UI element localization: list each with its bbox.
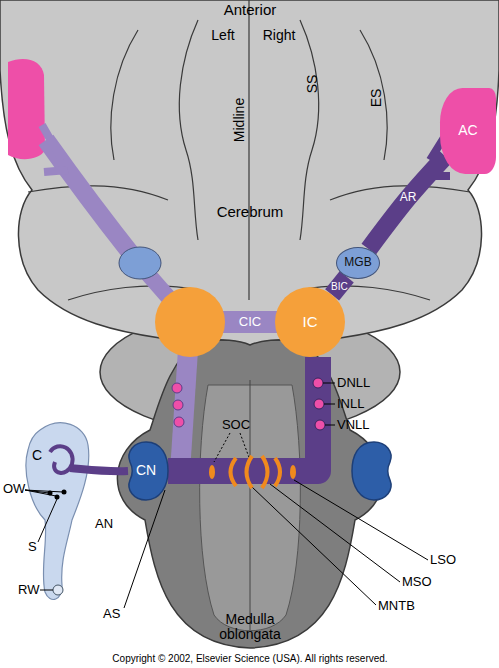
part-label: C <box>32 448 42 463</box>
sulcus-label: SS <box>305 75 320 94</box>
ossicle <box>55 495 60 500</box>
leader-line <box>124 490 165 608</box>
part-label: S <box>28 540 37 554</box>
sulcus <box>111 30 138 160</box>
part-label: CIC <box>239 315 261 329</box>
radiation-band <box>369 156 446 249</box>
leader-line <box>214 433 230 462</box>
midline-fissure <box>248 0 249 300</box>
part-label: OW <box>3 482 25 496</box>
lemniscus-band <box>168 357 318 471</box>
part-label: MNTB <box>378 599 415 613</box>
olivary-nucleus <box>290 465 296 479</box>
lateral-lemniscus-left <box>180 350 188 472</box>
olivary-nucleus <box>247 456 253 488</box>
midline-label: Midline <box>232 98 247 142</box>
side-label: Left <box>211 28 234 43</box>
leader-line <box>270 484 400 582</box>
part-label: VNLL <box>337 418 370 432</box>
part-label: SOC <box>222 418 250 432</box>
cochlea <box>26 423 89 600</box>
sulcus <box>360 30 387 160</box>
nucleus-dot <box>314 399 324 409</box>
brainstem <box>117 340 382 648</box>
part-label: RW <box>18 583 39 597</box>
sulcus <box>179 20 198 240</box>
orientation-label: Anterior <box>224 2 277 19</box>
nucleus-dot <box>315 420 325 430</box>
cochlear-nucleus-right <box>352 442 391 500</box>
region-label: Cerebrum <box>217 204 284 221</box>
leader-line <box>38 499 57 542</box>
leader-line <box>25 490 63 492</box>
nucleus-outline <box>129 442 168 500</box>
node-label: IC <box>303 314 318 331</box>
nucleus-dot <box>174 417 184 427</box>
part-label: LSO <box>430 553 456 567</box>
part-label: MSO <box>402 575 432 589</box>
acoustic-radiation-branch <box>42 125 68 172</box>
auditory-nerve <box>70 468 128 471</box>
part-label: AS <box>103 607 120 621</box>
olivary-nucleus <box>262 456 268 488</box>
edge-label: BIC <box>331 280 348 291</box>
nucleus-dot <box>313 378 323 388</box>
node-label: MGB <box>344 256 371 269</box>
nucleus-dot <box>173 400 183 410</box>
leader-line <box>324 404 335 405</box>
nucleus-kidney: CN <box>124 440 168 502</box>
edge-label: AR <box>400 191 417 204</box>
mgb-left <box>119 247 161 279</box>
node-label: AC <box>458 123 477 138</box>
nucleus-dot <box>172 383 182 393</box>
olivary-nucleus <box>275 458 280 486</box>
leader-line <box>325 425 335 426</box>
part-label: INLL <box>337 397 364 411</box>
cochlear-spiral <box>50 446 73 473</box>
colliculus-circle: IC <box>275 287 345 357</box>
cortex-patch: AC <box>440 88 496 174</box>
cerebrum <box>0 0 499 345</box>
inferior-colliculus-left <box>155 287 225 357</box>
side-label: Right <box>263 28 296 43</box>
nucleus-ellipse: MGB <box>336 247 380 279</box>
leader-line <box>252 487 376 605</box>
sulcus <box>300 20 319 240</box>
leader-line <box>240 433 250 460</box>
part-label: DNLL <box>337 376 370 390</box>
leader-line <box>294 480 428 560</box>
olivary-nucleus <box>209 465 215 479</box>
auditory-cortex-left <box>8 59 45 159</box>
sulcus-label: ES <box>369 89 384 108</box>
brachium-band <box>332 277 347 295</box>
region-label: Medulla oblongata <box>205 612 295 643</box>
leader-line <box>323 383 335 384</box>
leader-line <box>40 590 53 591</box>
olivary-nucleus <box>231 458 237 486</box>
part-label: AN <box>95 517 113 531</box>
round-window <box>53 585 63 595</box>
copyright-note: Copyright © 2002, Elsevier Science (USA)… <box>112 653 387 664</box>
node-label: CN <box>136 463 156 478</box>
